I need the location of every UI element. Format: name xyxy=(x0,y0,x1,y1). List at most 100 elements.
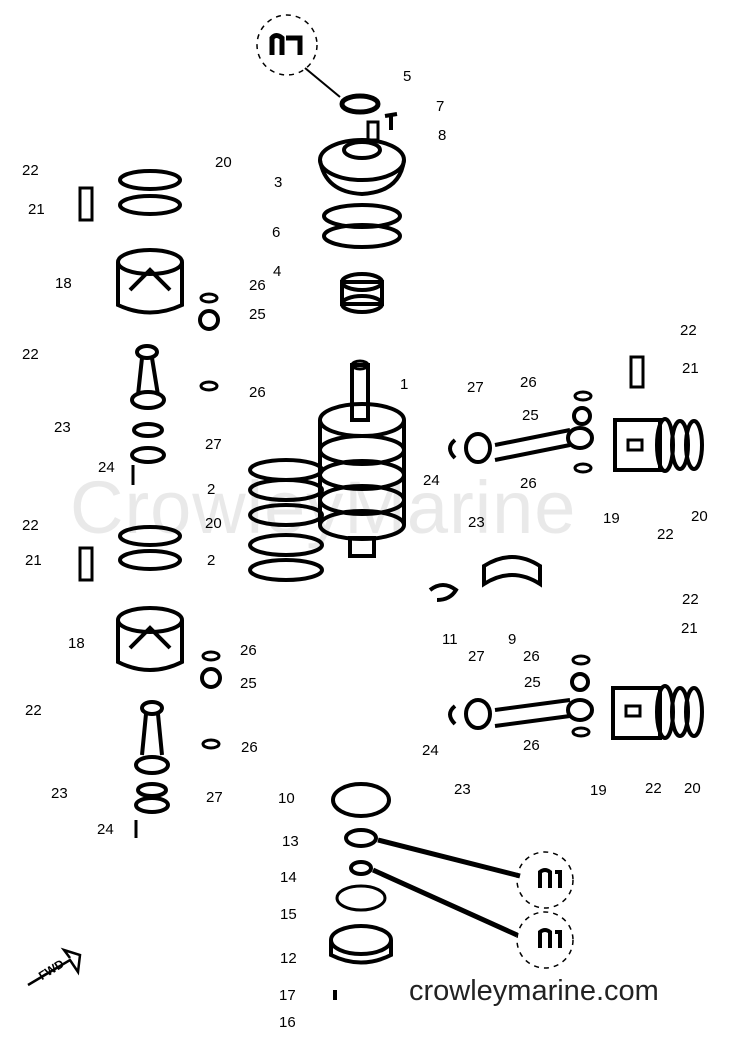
lower-housing-12 xyxy=(329,924,393,965)
bearing-25-b xyxy=(200,667,222,689)
seal-14 xyxy=(349,860,373,876)
callout: 25 xyxy=(240,675,257,692)
piston-ring-20-lower-a xyxy=(118,525,182,547)
piston-pin-21-right-upper xyxy=(629,355,645,389)
callout: 22 xyxy=(645,780,662,797)
connecting-rod-23-lower xyxy=(134,700,170,814)
washer-26-f xyxy=(573,462,593,474)
callout: 21 xyxy=(681,620,698,637)
callout: 24 xyxy=(98,459,115,476)
bearing-10 xyxy=(331,782,391,818)
callout: 22 xyxy=(657,526,674,543)
callout: 15 xyxy=(280,906,297,923)
ring-11 xyxy=(428,583,459,602)
piston-ring-20-upper-a xyxy=(118,169,182,191)
callout: 25 xyxy=(249,306,266,323)
bearing-25-d xyxy=(570,672,590,692)
oil-seal-5 xyxy=(339,93,381,115)
piston-rings-2 xyxy=(248,458,324,582)
bearing-4 xyxy=(340,272,384,314)
callout: 26 xyxy=(520,374,537,391)
callout: 20 xyxy=(691,508,708,525)
callout: 13 xyxy=(282,833,299,850)
main-bearing-9 xyxy=(482,555,542,588)
callout: 4 xyxy=(273,263,282,280)
callout: 22 xyxy=(682,591,699,608)
callout: 18 xyxy=(55,275,72,292)
piston-ring-20-upper-b xyxy=(118,194,182,216)
callout: 24 xyxy=(97,821,114,838)
callout: 20 xyxy=(215,154,232,171)
connecting-rod-23-right-upper xyxy=(448,426,594,464)
callout: 3 xyxy=(274,174,283,191)
callout: 24 xyxy=(423,472,440,489)
callout: 27 xyxy=(206,789,223,806)
callout: 20 xyxy=(205,515,222,532)
bearing-25-a xyxy=(198,309,220,331)
callout: 10 xyxy=(278,790,295,807)
callout: 25 xyxy=(524,674,541,691)
crankshaft-1 xyxy=(318,359,406,558)
washer-26-b xyxy=(199,380,219,392)
washer-26-d xyxy=(201,738,221,750)
callout: 26 xyxy=(520,475,537,492)
fwd-arrow xyxy=(27,947,82,987)
callout: 22 xyxy=(22,346,39,363)
callout: 26 xyxy=(249,277,266,294)
washer-26-g xyxy=(571,654,591,666)
piston-pin-21-lower xyxy=(78,546,94,582)
callout: 19 xyxy=(590,782,607,799)
callout: 18 xyxy=(68,635,85,652)
piston-pin-21-upper xyxy=(78,186,94,222)
callout: 7 xyxy=(436,98,445,115)
website-url[interactable]: crowleymarine.com xyxy=(409,975,659,1007)
callout: 23 xyxy=(51,785,68,802)
callout: 26 xyxy=(523,737,540,754)
connecting-rod-23-upper xyxy=(130,344,166,464)
callout: 21 xyxy=(682,360,699,377)
callout: 16 xyxy=(279,1014,296,1031)
upper-bearing-housing-3 xyxy=(318,120,406,197)
callout: 26 xyxy=(240,642,257,659)
callout: 27 xyxy=(205,436,222,453)
callout: 22 xyxy=(22,517,39,534)
washer-26-e xyxy=(573,390,593,402)
callout: 1 xyxy=(400,376,409,393)
callout: 17 xyxy=(279,987,296,1004)
callout: 27 xyxy=(468,648,485,665)
callout: 11 xyxy=(442,631,458,648)
callout: 26 xyxy=(523,648,540,665)
detail-circle-lower-b xyxy=(516,911,574,969)
callout: 21 xyxy=(28,201,45,218)
seal-ring-6b xyxy=(322,223,402,249)
callout: 22 xyxy=(680,322,697,339)
callout: 2 xyxy=(207,552,216,569)
bearing-25-c xyxy=(572,406,592,426)
callout: 26 xyxy=(249,384,266,401)
callout: 8 xyxy=(438,127,447,144)
callout: 23 xyxy=(468,514,485,531)
seal-13 xyxy=(344,828,378,848)
callout: 14 xyxy=(280,869,297,886)
callout: 27 xyxy=(467,379,484,396)
callout: 25 xyxy=(522,407,539,424)
callout: 24 xyxy=(422,742,439,759)
piston-18-upper xyxy=(116,248,184,315)
callout: 19 xyxy=(603,510,620,527)
o-ring-15 xyxy=(335,884,387,912)
callout: 5 xyxy=(403,68,412,85)
callout: 9 xyxy=(508,631,517,648)
washer-26-a xyxy=(199,292,219,304)
callout: 2 xyxy=(207,481,216,498)
callout: 23 xyxy=(54,419,71,436)
piston-19-right-upper xyxy=(613,417,704,473)
callout: 12 xyxy=(280,950,297,967)
piston-18-lower xyxy=(116,606,184,672)
callout: 21 xyxy=(25,552,42,569)
callout: 20 xyxy=(684,780,701,797)
bolt-7 xyxy=(384,112,398,130)
washer-26-c xyxy=(201,650,221,662)
callout: 6 xyxy=(272,224,281,241)
